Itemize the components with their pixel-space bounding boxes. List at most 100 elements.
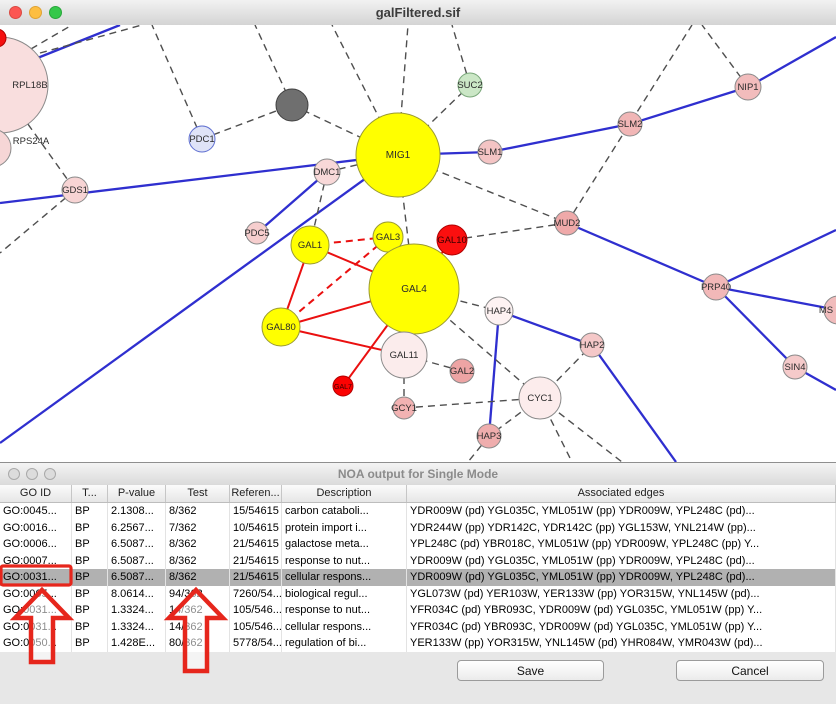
node-GAL7[interactable] xyxy=(332,375,354,397)
node-label-PRP40: PRP40 xyxy=(701,282,731,293)
node-SLM1[interactable] xyxy=(477,139,503,165)
node-SIN4[interactable] xyxy=(782,354,808,380)
node-PRP40[interactable] xyxy=(702,273,730,301)
node-label-GDS1: GDS1 xyxy=(62,185,88,196)
node-NIP1[interactable] xyxy=(734,73,762,101)
save-button[interactable]: Save xyxy=(457,660,604,681)
node-GAL10[interactable] xyxy=(436,224,468,256)
cell-description: galactose meta... xyxy=(282,536,407,553)
network-edge xyxy=(487,310,501,437)
node-GAL1[interactable] xyxy=(290,225,330,265)
node-RPS24A[interactable] xyxy=(0,129,12,167)
cell-go_id: GO:0031... xyxy=(0,602,72,619)
zoom-button[interactable] xyxy=(49,6,62,19)
column-header-reference[interactable]: Referen... xyxy=(230,485,282,502)
network-edge xyxy=(747,36,836,88)
cell-p_value: 1.3324... xyxy=(108,618,166,635)
node-label-SUC2: SUC2 xyxy=(457,80,482,91)
node-DMC1[interactable] xyxy=(313,158,341,186)
node-MIG1[interactable] xyxy=(355,112,441,198)
column-header-type[interactable]: T... xyxy=(72,485,108,502)
node-MUD2[interactable] xyxy=(554,210,580,236)
cancel-button[interactable]: Cancel xyxy=(676,660,824,681)
cell-reference: 21/54615 xyxy=(230,552,282,569)
cell-reference: 105/546... xyxy=(230,618,282,635)
cell-type: BP xyxy=(72,552,108,569)
node-RPL18B[interactable] xyxy=(0,36,49,134)
cell-test: 8/362 xyxy=(166,503,230,520)
cell-test: 7/362 xyxy=(166,519,230,536)
network-edge xyxy=(498,309,593,347)
node-label-RPL18B: RPL18B xyxy=(12,80,47,91)
noa-close-button[interactable] xyxy=(8,468,20,480)
node-label-GAL80: GAL80 xyxy=(266,322,296,333)
minimize-button[interactable] xyxy=(29,6,42,19)
noa-minimize-button[interactable] xyxy=(26,468,38,480)
column-header-description[interactable]: Description xyxy=(282,485,407,502)
cell-associated_edges: YPL248C (pd) YBR018C, YML051W (pp) YDR00… xyxy=(407,536,836,553)
network-edge xyxy=(566,221,717,289)
traffic-lights xyxy=(9,6,62,19)
node-label-SLM2: SLM2 xyxy=(618,119,643,130)
network-edge xyxy=(201,104,293,140)
network-edge xyxy=(0,154,399,444)
cell-go_id: GO:0045... xyxy=(0,503,72,520)
node-label-PDC1: PDC1 xyxy=(189,134,214,145)
cell-type: BP xyxy=(72,618,108,635)
node-GAL11[interactable] xyxy=(380,331,428,379)
cell-p_value: 1.428E... xyxy=(108,635,166,652)
column-header-associated_edges[interactable]: Associated edges xyxy=(407,485,836,502)
node-PDC5[interactable] xyxy=(245,221,269,245)
cell-test: 8/362 xyxy=(166,569,230,586)
node-GDS1[interactable] xyxy=(61,176,89,204)
noa-zoom-button[interactable] xyxy=(44,468,56,480)
node-SUC2[interactable] xyxy=(457,72,483,98)
cell-reference: 15/54615 xyxy=(230,503,282,520)
node-GCY1[interactable] xyxy=(392,396,416,420)
node-label-GAL10: GAL10 xyxy=(437,235,467,246)
noa-window-titlebar: NOA output for Single Mode xyxy=(0,463,836,486)
network-canvas[interactable]: RPL18BRPS24AGDS1PDC1DMC1MIG1SUC2SLM1SLM2… xyxy=(0,25,836,462)
node-HAP3[interactable] xyxy=(476,423,502,449)
network-edge xyxy=(715,286,796,368)
node-GAL2[interactable] xyxy=(449,358,475,384)
column-header-go_id[interactable]: GO ID xyxy=(0,485,72,502)
column-header-test[interactable]: Test xyxy=(166,485,230,502)
node-GAL80[interactable] xyxy=(261,307,301,347)
node-MS[interactable] xyxy=(823,295,836,325)
cell-description: protein import i... xyxy=(282,519,407,536)
node-PDC1[interactable] xyxy=(188,125,216,153)
node-label-GAL2: GAL2 xyxy=(450,366,474,377)
network-edge xyxy=(591,344,677,462)
node-CYC1[interactable] xyxy=(518,376,562,420)
node-graynode[interactable] xyxy=(275,88,309,122)
column-header-p_value[interactable]: P-value xyxy=(108,485,166,502)
cell-description: carbon cataboli... xyxy=(282,503,407,520)
node-SLM2[interactable] xyxy=(617,111,643,137)
network-edge xyxy=(39,25,143,54)
window-title: galFiltered.sif xyxy=(375,5,461,20)
cell-reference: 21/54615 xyxy=(230,536,282,553)
cell-type: BP xyxy=(72,569,108,586)
node-red-corner[interactable] xyxy=(0,28,7,48)
cell-reference: 105/546... xyxy=(230,602,282,619)
cell-reference: 21/54615 xyxy=(230,569,282,586)
cell-p_value: 6.5087... xyxy=(108,552,166,569)
cell-associated_edges: YDR009W (pd) YGL035C, YML051W (pp) YDR00… xyxy=(407,503,836,520)
node-HAP2[interactable] xyxy=(579,332,605,358)
node-label-MUD2: MUD2 xyxy=(554,218,581,229)
network-edge xyxy=(566,25,693,224)
cell-description: cellular respons... xyxy=(282,569,407,586)
node-HAP4[interactable] xyxy=(484,296,514,326)
close-button[interactable] xyxy=(9,6,22,19)
